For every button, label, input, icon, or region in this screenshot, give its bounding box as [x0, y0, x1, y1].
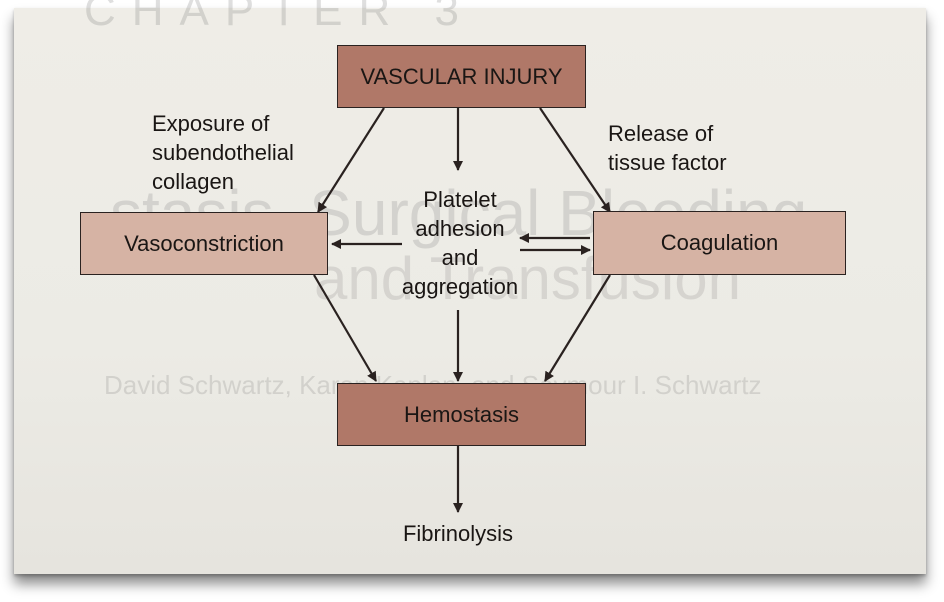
- arrow-coagulation-to-hemostasis: [544, 274, 611, 382]
- node-fibrinolysis: Fibrinolysis: [402, 521, 514, 546]
- node-hemostasis: Hemostasis: [337, 383, 586, 446]
- node-coagulation: Coagulation: [593, 211, 846, 275]
- node-vasoconstriction: Vasoconstriction: [80, 212, 328, 275]
- arrow-injury-to-coagulation: [539, 107, 611, 213]
- edge-label-exposure-collagen: Exposure of subendothelial collagen: [152, 111, 294, 194]
- arrow-injury-to-vasoconstriction: [317, 107, 385, 213]
- chapter-heading-bleedthrough: CHAPTER 3: [84, 0, 475, 35]
- arrow-vasoconstriction-to-hemostasis: [313, 274, 377, 382]
- edge-label-release-tissue-factor: Release of tissue factor: [608, 121, 727, 175]
- node-vascular-injury: VASCULAR INJURY: [337, 45, 586, 108]
- node-platelet-adhesion: Platelet adhesion and aggregation: [401, 187, 519, 299]
